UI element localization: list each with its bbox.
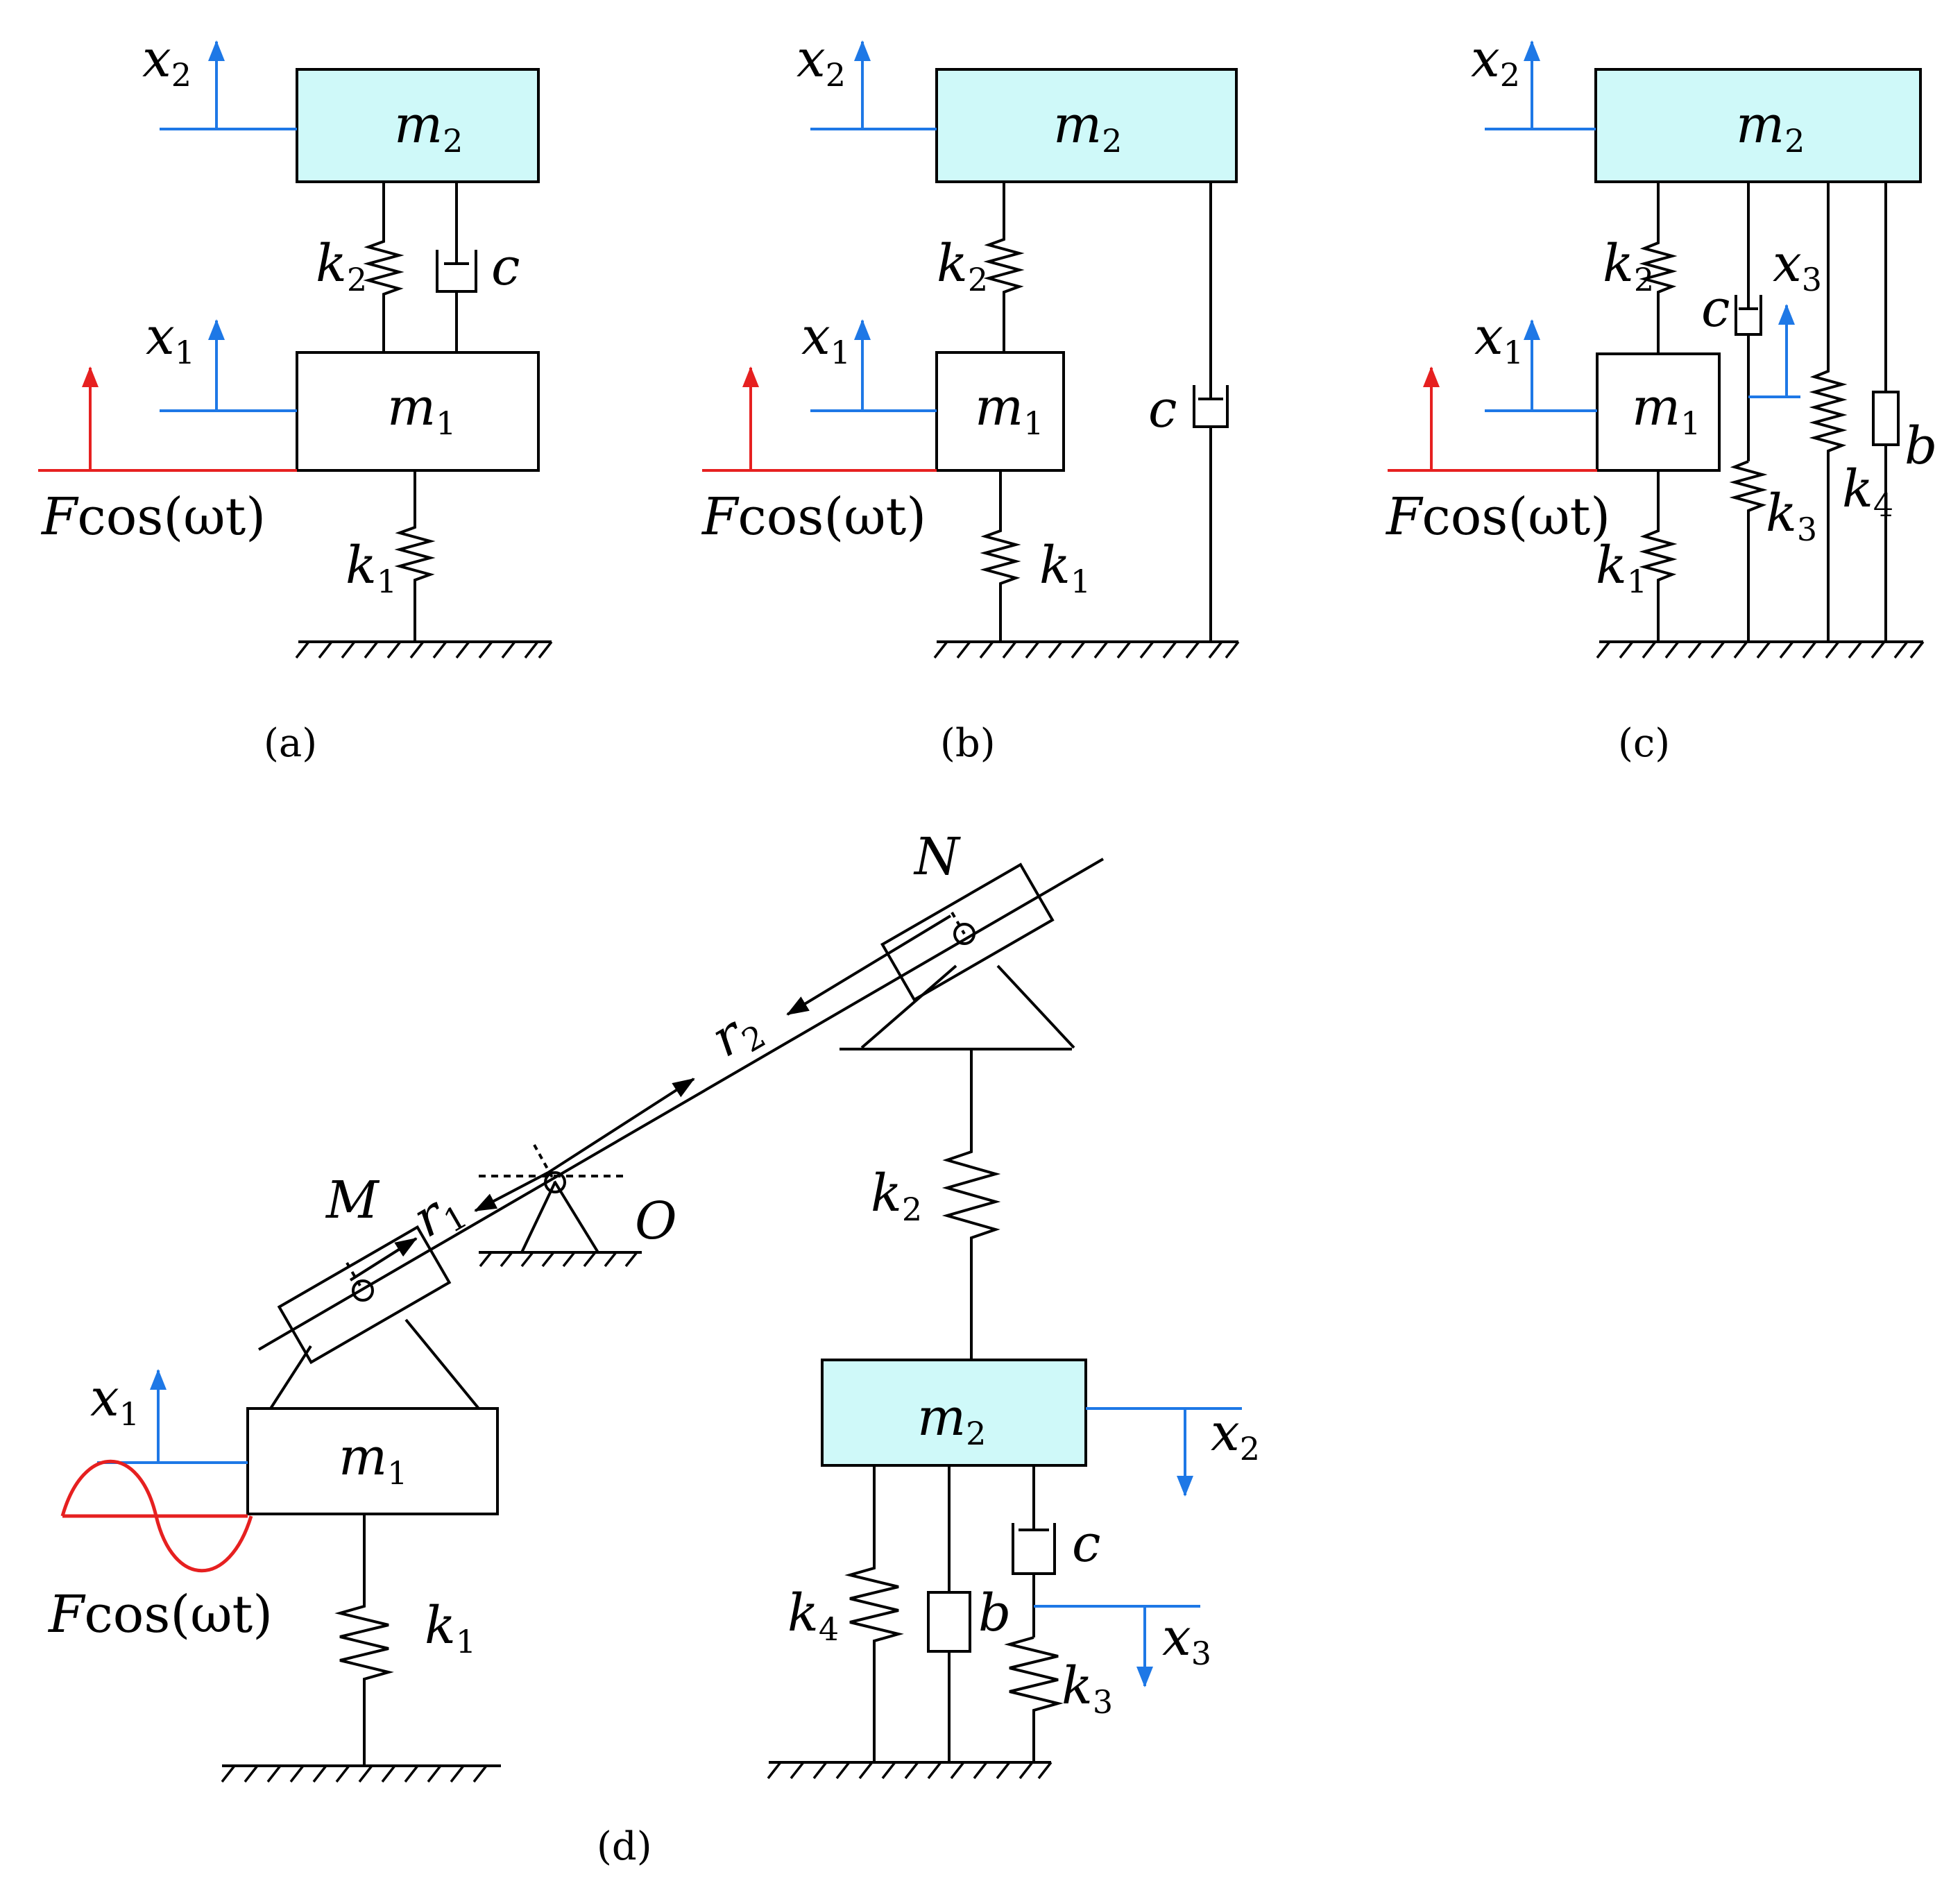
mass-m2 — [1594, 68, 1922, 183]
label-x2: x2 — [142, 29, 191, 94]
label-x1: x1 — [1474, 307, 1524, 371]
label-x1: x1 — [90, 1368, 139, 1433]
spring-k1 — [334, 1514, 394, 1766]
slider-N — [840, 862, 1075, 1050]
label-m1: m1 — [975, 377, 1043, 442]
caption-d: (d) — [597, 1824, 652, 1869]
force-wave — [60, 1459, 253, 1573]
label-m2: m2 — [394, 95, 463, 160]
label-x2: x2 — [1211, 1403, 1260, 1467]
damper-c — [436, 182, 477, 352]
label-b: b — [1904, 416, 1937, 476]
label-k1: k1 — [1596, 536, 1647, 600]
ground-left-hatch — [221, 1764, 488, 1783]
label-x2: x2 — [796, 29, 846, 94]
label-c: c — [491, 237, 520, 297]
r2-arrow — [786, 914, 952, 1016]
mass-m1 — [296, 351, 540, 472]
rod-arrow-down — [474, 1171, 549, 1212]
spring-k3 — [1004, 1636, 1064, 1762]
spring-k1 — [980, 470, 1021, 642]
label-k3: k3 — [1062, 1656, 1113, 1721]
mass-m2 — [935, 68, 1238, 183]
label-force: Fcos(ωt) — [47, 1585, 273, 1644]
slider-M — [269, 1225, 480, 1410]
label-r2: r2 — [701, 995, 772, 1072]
spring-k2 — [941, 1049, 1001, 1360]
label-k4: k4 — [1842, 459, 1893, 524]
label-k4: k4 — [787, 1583, 839, 1648]
label-M: M — [325, 1171, 380, 1230]
label-m2: m2 — [917, 1388, 986, 1452]
label-x2: x2 — [1471, 29, 1520, 94]
panel-b: m2 x2 k2 m1 x1 Fcos(ωt) k1 c (b) — [701, 29, 1240, 766]
mass-m2 — [821, 1359, 1087, 1467]
label-x3: x3 — [1162, 1608, 1211, 1672]
label-c: c — [1072, 1514, 1100, 1574]
damper-c — [1012, 1465, 1056, 1637]
panel-a: m2 x2 k2 c m1 x1 Fcos(ωt) k1 (a) — [38, 29, 553, 766]
spring-k2 — [1639, 182, 1678, 354]
caption-b: (b) — [940, 721, 996, 766]
label-c: c — [1701, 279, 1730, 339]
label-O: O — [635, 1191, 677, 1251]
damper-c — [1193, 182, 1229, 642]
spring-k4 — [844, 1465, 904, 1762]
ground-hatch — [295, 640, 553, 659]
ground-hatch — [933, 640, 1240, 659]
spring-k1 — [1639, 470, 1678, 642]
label-m1: m1 — [339, 1427, 407, 1492]
label-k2: k2 — [937, 234, 988, 298]
label-k2: k2 — [871, 1164, 922, 1228]
rod-arrow-up — [547, 1078, 695, 1174]
label-m2: m2 — [1736, 95, 1805, 160]
label-c: c — [1148, 380, 1177, 439]
ground-right-hatch — [767, 1761, 1053, 1780]
label-m1: m1 — [387, 377, 456, 442]
label-m1: m1 — [1632, 377, 1701, 442]
label-b: b — [978, 1583, 1011, 1643]
mass-m1 — [1596, 352, 1721, 472]
label-k3: k3 — [1766, 484, 1817, 548]
label-k2: k2 — [316, 234, 367, 298]
label-k1: k1 — [346, 536, 397, 600]
label-m2: m2 — [1053, 95, 1122, 160]
inerter-b — [1872, 182, 1900, 642]
label-N: N — [913, 827, 961, 887]
label-x1: x1 — [801, 307, 851, 371]
panel-d: N r2 O r1 M m1 — [47, 827, 1260, 1869]
lever-bar — [257, 858, 1105, 1351]
mass-m1 — [935, 351, 1065, 472]
caption-a: (a) — [264, 721, 317, 766]
pivot-O — [479, 1144, 642, 1268]
label-x1: x1 — [146, 307, 195, 371]
spring-k2 — [983, 182, 1025, 352]
label-force: Fcos(ωt) — [1385, 487, 1610, 547]
label-x3: x3 — [1773, 234, 1822, 298]
label-force: Fcos(ωt) — [40, 487, 266, 547]
label-k1: k1 — [1039, 536, 1091, 600]
spring-k1 — [394, 470, 436, 642]
spring-k2 — [363, 182, 404, 352]
label-force: Fcos(ωt) — [701, 487, 926, 547]
spring-k4 — [1809, 182, 1848, 642]
label-k2: k2 — [1603, 234, 1654, 298]
spring-k3 — [1729, 460, 1768, 642]
ground-hatch — [1596, 640, 1925, 659]
mass-m2 — [296, 68, 540, 183]
damper-c — [1735, 182, 1762, 461]
panel-c: m2 x2 k2 m1 x1 Fcos(ωt) k1 c x3 k3 k4 — [1385, 29, 1937, 766]
label-k1: k1 — [425, 1596, 476, 1660]
inerter-b — [927, 1465, 971, 1762]
caption-c: (c) — [1618, 721, 1670, 766]
